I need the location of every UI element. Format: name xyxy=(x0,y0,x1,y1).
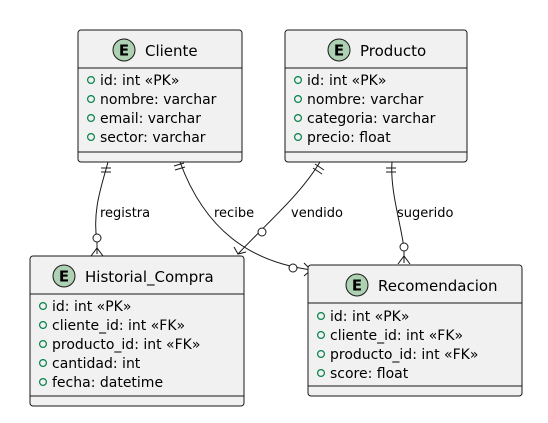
one-mandatory-mark xyxy=(174,166,186,171)
entity-badge-icon xyxy=(327,38,351,62)
attribute: id: int «PK» xyxy=(307,73,386,89)
entity-badge-letter: E xyxy=(59,268,69,286)
entity-title: Historial_Compra xyxy=(85,268,214,287)
entity-badge-letter: E xyxy=(334,42,344,60)
relation-label-recibe: recibe xyxy=(214,206,254,221)
one-mandatory-mark xyxy=(173,162,185,167)
field-bullet-icon xyxy=(317,331,326,340)
field-bullet-icon xyxy=(294,75,303,84)
attribute: producto_id: int «FK» xyxy=(52,337,200,353)
relation-registra: registra xyxy=(90,161,150,257)
crowfoot-marker xyxy=(397,255,411,265)
field-bullet-icon xyxy=(86,113,95,122)
attribute: precio: float xyxy=(307,130,391,146)
entity-badge-letter: E xyxy=(119,42,129,60)
entity-recomendacion[interactable]: E Recomendacion id: int «PK» cliente_id:… xyxy=(307,264,523,397)
attribute: cliente_id: int «FK» xyxy=(330,328,463,344)
entity-title: Cliente xyxy=(145,42,198,60)
entity-badge-icon xyxy=(112,38,136,62)
relation-recibe: recibe xyxy=(173,161,313,277)
field-bullet-icon xyxy=(86,75,95,84)
attribute: fecha: datetime xyxy=(52,375,163,391)
relation-sugerido: sugerido xyxy=(386,161,453,265)
entity-producto-box xyxy=(284,29,468,163)
attribute: email: varchar xyxy=(100,111,201,127)
zero-marker xyxy=(92,233,102,243)
attribute: score: float xyxy=(330,366,409,382)
field-bullet-icon xyxy=(38,302,47,311)
field-bullet-icon xyxy=(38,321,47,330)
one-mandatory-mark xyxy=(314,163,325,171)
field-bullet-icon xyxy=(38,340,47,349)
zero-marker xyxy=(288,263,298,273)
attribute: producto_id: int «FK» xyxy=(330,347,478,363)
relation-label-sugerido: sugerido xyxy=(397,206,453,221)
entity-badge-icon xyxy=(345,273,369,297)
relation-label-vendido: vendido xyxy=(291,206,343,221)
attribute: id: int «PK» xyxy=(330,309,409,325)
zero-marker xyxy=(257,227,267,237)
field-bullet-icon xyxy=(86,94,95,103)
entity-recomendacion-box xyxy=(307,264,523,397)
field-bullet-icon xyxy=(317,350,326,359)
entity-cliente-box xyxy=(77,29,243,163)
one-mandatory-mark xyxy=(312,167,323,175)
field-bullet-icon xyxy=(38,378,47,387)
zero-marker xyxy=(399,242,409,252)
attribute: nombre: varchar xyxy=(100,92,217,108)
relation-vendido-line xyxy=(237,161,321,255)
entity-producto[interactable]: E Producto id: int «PK» nombre: varchar … xyxy=(284,29,468,163)
entity-cliente[interactable]: E Cliente id: int «PK» nombre: varchar e… xyxy=(77,29,243,163)
relation-vendido: vendido xyxy=(233,161,343,255)
attribute: id: int «PK» xyxy=(52,299,131,315)
attribute: cantidad: int xyxy=(52,356,141,372)
field-bullet-icon xyxy=(38,359,47,368)
crowfoot-marker xyxy=(90,247,104,257)
entity-historial-compra[interactable]: E Historial_Compra id: int «PK» cliente_… xyxy=(29,255,245,407)
entity-badge-letter: E xyxy=(352,277,362,295)
attribute: id: int «PK» xyxy=(100,73,179,89)
attribute: nombre: varchar xyxy=(307,92,424,108)
field-bullet-icon xyxy=(317,312,326,321)
crowfoot-marker xyxy=(233,246,247,255)
field-bullet-icon xyxy=(86,133,95,142)
entity-badge-icon xyxy=(52,264,76,288)
attribute: cliente_id: int «FK» xyxy=(52,318,185,334)
field-bullet-icon xyxy=(294,133,303,142)
relation-label-registra: registra xyxy=(100,206,150,221)
attribute: categoria: varchar xyxy=(307,111,436,127)
attribute: sector: varchar xyxy=(100,130,206,146)
entity-title: Recomendacion xyxy=(378,277,498,295)
field-bullet-icon xyxy=(317,369,326,378)
field-bullet-icon xyxy=(294,113,303,122)
entity-title: Producto xyxy=(360,42,426,60)
field-bullet-icon xyxy=(294,94,303,103)
